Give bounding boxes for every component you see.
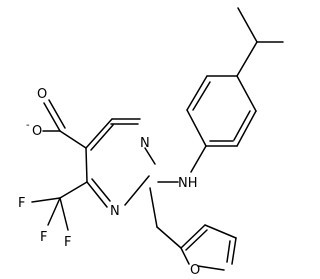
bond-fur-c2-c3-double <box>185 229 208 251</box>
bond-fur-c5-o <box>197 265 225 271</box>
furan-ring <box>180 224 237 271</box>
bond-ch-me1 <box>237 7 258 43</box>
bond-ar-5-double <box>233 110 251 141</box>
bond-fur-o-c2 <box>180 247 190 265</box>
atom-labels: O O - N N NH F F F O <box>18 87 200 278</box>
bond-c-f-bottom-right <box>59 197 69 231</box>
isopropylphenyl-ring <box>186 75 257 147</box>
bond-n3-c4-double <box>91 178 111 202</box>
atom-fluorine-bottom-left: F <box>40 230 47 245</box>
carboxylate-group <box>42 99 87 149</box>
bond-c4-c5 <box>85 147 88 183</box>
amine-linkage <box>157 145 207 183</box>
atom-oxygen-anion: O <box>32 124 42 139</box>
bond-nh-aryl <box>190 145 207 173</box>
isopropyl-group <box>236 7 284 77</box>
bond-fur-c4-c5 <box>231 237 237 265</box>
atom-nitrogen-ring-top: N <box>140 136 150 151</box>
atom-nitrogen-ring-bottom: N <box>110 204 120 219</box>
negative-charge: - <box>26 120 30 131</box>
structure-canvas: O O - N N NH F F F O <box>18 7 284 278</box>
bond-ar-1 <box>186 109 207 147</box>
atom-amine-nh: NH <box>178 176 198 191</box>
atom-oxygen-carbonyl: O <box>37 87 47 102</box>
furylmethyl-group <box>149 187 182 249</box>
bond-c5-ccarboxyl <box>59 130 87 149</box>
bond-c4-cf3 <box>59 181 88 199</box>
bond-n1-c2 <box>144 147 156 165</box>
bond-ar-2-double <box>192 81 211 111</box>
bond-c5-c6 <box>85 118 113 149</box>
bond-c-o-double <box>43 102 61 132</box>
bond-c-f-left <box>31 197 61 203</box>
bond-fur-c2-c3 <box>180 224 206 249</box>
bond-fur-c3-c4 <box>204 224 237 239</box>
pyrimidine-ring <box>85 118 156 208</box>
bond-ar-4 <box>236 75 257 112</box>
trifluoromethyl-group <box>31 181 88 231</box>
bond-ar-ch <box>236 41 258 77</box>
bond-c2-ch2 <box>149 187 158 228</box>
atom-fluorine-bottom-right: F <box>64 235 71 250</box>
bond-ch2-furan <box>156 226 182 249</box>
bond-ar-5 <box>236 110 257 147</box>
atom-furan-oxygen: O <box>190 263 200 278</box>
atom-fluorine-left: F <box>18 196 25 211</box>
bond-fur-c4-c5-double <box>226 240 231 263</box>
chemical-structure-drawing: O O - N N NH F F F O <box>18 7 284 278</box>
bond-c5-c6-double <box>90 124 114 151</box>
bond-c-f-bottom-left <box>47 197 61 226</box>
bond-c2-n3 <box>124 175 150 206</box>
bond-n3-c4 <box>86 181 108 208</box>
bond-c-o-double-2 <box>48 99 66 129</box>
bond-ar-2 <box>186 75 208 111</box>
